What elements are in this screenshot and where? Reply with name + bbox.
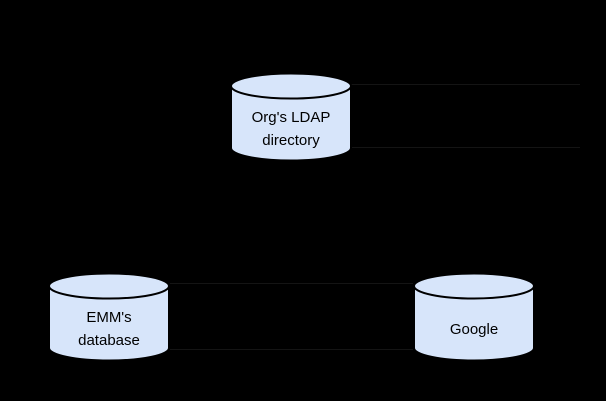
node-org-ldap-directory: Org's LDAP directory: [230, 72, 352, 162]
faint-connector-line: [350, 147, 580, 148]
faint-connector-line: [170, 283, 413, 284]
faint-connector-line: [350, 84, 580, 85]
node-google: Google: [413, 272, 535, 362]
database-cylinder-icon: [413, 272, 535, 362]
database-cylinder-icon: [230, 72, 352, 162]
faint-connector-line: [170, 349, 413, 350]
node-emm-database: EMM's database: [48, 272, 170, 362]
database-cylinder-icon: [48, 272, 170, 362]
